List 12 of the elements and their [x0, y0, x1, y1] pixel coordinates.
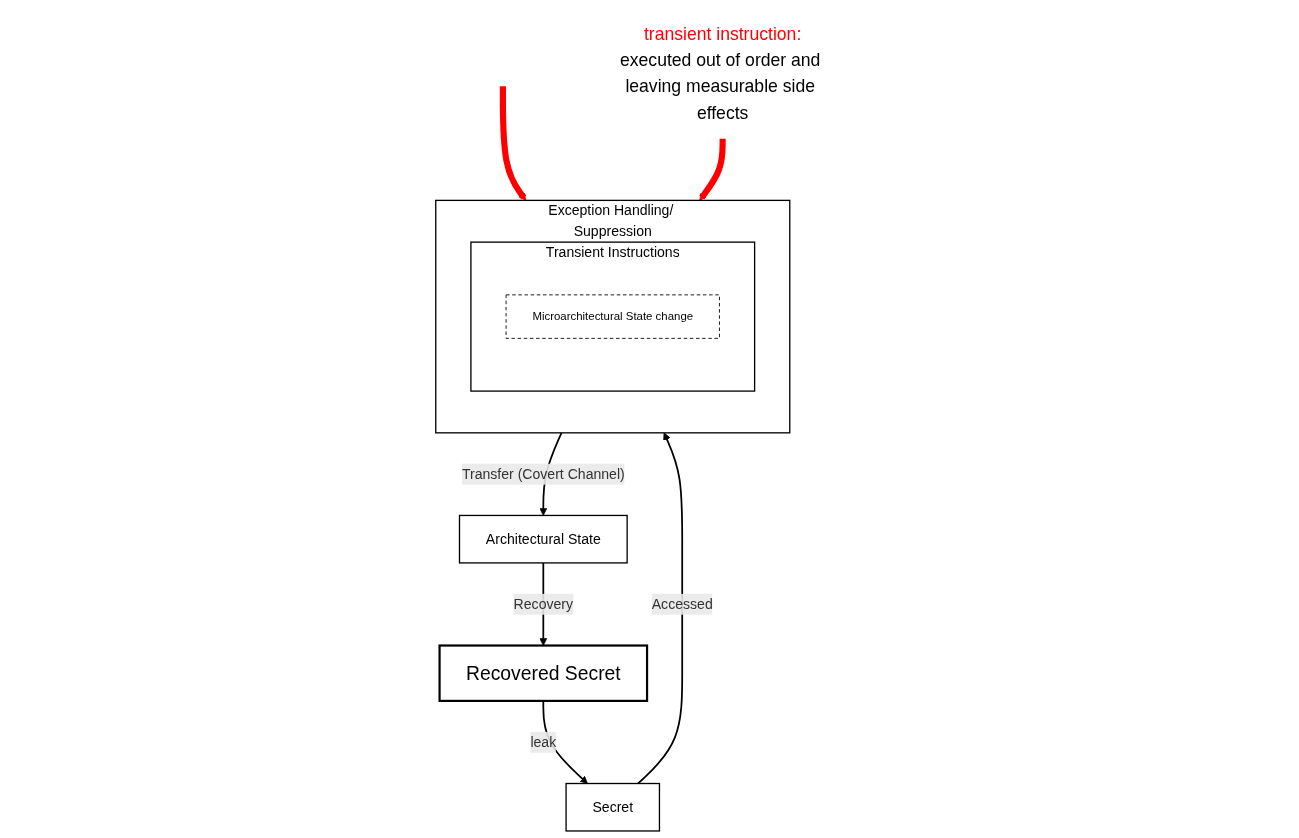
arrow [637, 432, 684, 785]
arrow [699, 138, 726, 201]
node-box: Microarchitectural State change [505, 294, 720, 339]
node-box: Recovered Secret [438, 644, 649, 702]
arrow [499, 86, 527, 201]
node-box: Architectural State [458, 514, 628, 564]
node-text: transient instruction: executed out of order and leaving measurable side effects [620, 23, 821, 123]
edge-label: Accessed [651, 596, 713, 612]
edge-label: Recovery [513, 596, 574, 612]
edge-label: leak [530, 734, 557, 750]
node-box: Secret [565, 782, 661, 832]
edge-label: Transfer (Covert Channel) [461, 466, 625, 482]
